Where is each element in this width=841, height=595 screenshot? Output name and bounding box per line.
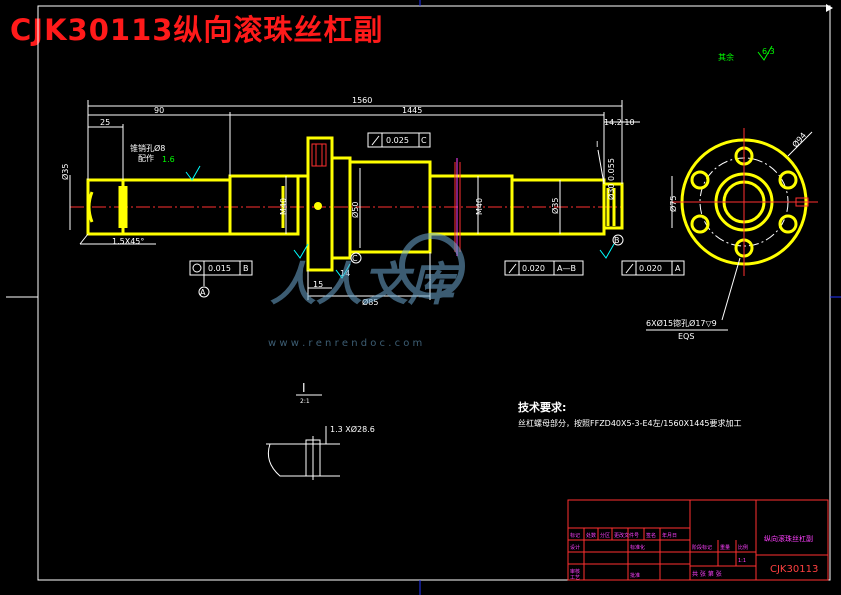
svg-text:分区: 分区	[600, 532, 610, 539]
svg-text:审核: 审核	[570, 568, 580, 575]
svg-text:w w w . r e n r e n d o c . c: w w w . r e n r e n d o c . c o m	[268, 338, 422, 349]
svg-text:处数: 处数	[586, 532, 596, 539]
svg-text:0.015: 0.015	[208, 264, 231, 273]
svg-text:Ø30 0.055: Ø30 0.055	[606, 158, 616, 200]
svg-text:15: 15	[313, 280, 323, 289]
svg-text:锥销孔Ø8: 锥销孔Ø8	[130, 143, 165, 153]
svg-text:标记: 标记	[570, 532, 580, 539]
svg-text:0.020: 0.020	[522, 264, 545, 273]
break-lines	[454, 158, 461, 256]
svg-text:M40: M40	[475, 198, 484, 215]
datum-a-marker: A	[198, 286, 210, 298]
pin-hole-marker	[314, 202, 322, 210]
svg-text:重量: 重量	[720, 544, 730, 551]
watermark: 人人文库 w w w . r e n r e n d o c . c o m	[268, 233, 465, 349]
svg-text:签名: 签名	[646, 532, 656, 539]
keyway-features	[311, 143, 327, 167]
svg-text:1:1: 1:1	[738, 558, 746, 564]
title-block: 标记 处数 分区 更改文件号 签名 年月日 设计 审核 工艺 标准化 批准 阶段…	[567, 499, 829, 581]
svg-text:Ø50: Ø50	[350, 202, 360, 218]
svg-text:C: C	[352, 254, 358, 263]
svg-text:M40: M40	[279, 198, 288, 215]
svg-text:人人文库: 人人文库	[270, 257, 462, 311]
svg-text:0.020: 0.020	[639, 264, 662, 273]
svg-text:14.2 10: 14.2 10	[604, 118, 635, 127]
title-block-headers: 标记 处数 分区 更改文件号 签名 年月日 设计 审核 工艺 标准化 批准 阶段…	[570, 532, 748, 581]
technical-requirements: 技术要求: 丝杠螺母部分，按照FFZD40X5-3-E4左/1560X1445要…	[518, 400, 742, 428]
svg-text:C: C	[421, 136, 427, 145]
tolerance-frame-c: 0.025 C	[367, 132, 431, 148]
svg-text:年月日: 年月日	[662, 532, 677, 539]
svg-text:6XØ15锪孔Ø17▽9: 6XØ15锪孔Ø17▽9	[646, 318, 717, 328]
detail-view-i: I 2:1 1.3 XØ28.6	[266, 381, 375, 480]
svg-text:1.6: 1.6	[162, 155, 175, 164]
svg-text:共 张 第 张: 共 张 第 张	[692, 570, 722, 578]
dimension-lines	[69, 100, 640, 300]
svg-text:25: 25	[100, 118, 110, 127]
svg-text:A: A	[675, 264, 681, 273]
svg-text:A: A	[200, 288, 206, 297]
svg-text:设计: 设计	[570, 544, 580, 551]
datum-b-marker: B	[612, 234, 624, 246]
svg-text:I: I	[302, 381, 306, 395]
screw-shaft	[86, 136, 624, 272]
svg-text:1.3 XØ28.6: 1.3 XØ28.6	[330, 424, 375, 434]
svg-text:Ø75: Ø75	[668, 196, 678, 212]
svg-text:配作: 配作	[138, 153, 154, 163]
svg-text:1560: 1560	[352, 96, 372, 105]
datum-c-marker: C	[350, 252, 362, 264]
tolerance-frame-a: 0.020 A	[621, 260, 685, 276]
svg-text:工艺: 工艺	[570, 575, 580, 581]
svg-text:90: 90	[154, 106, 164, 115]
page-title: CJK30113纵向滚珠丝杠副	[10, 13, 384, 47]
title-block-part-name: 纵向滚珠丝杠副	[764, 534, 813, 543]
svg-text:Ø35: Ø35	[60, 164, 70, 180]
svg-text:更改文件号: 更改文件号	[614, 532, 639, 539]
tolerance-frame-ab: 0.020 A—B	[504, 260, 584, 276]
svg-text:A—B: A—B	[557, 264, 576, 273]
drawing-frame	[6, 0, 841, 595]
svg-text:Ø94: Ø94	[790, 130, 808, 149]
flange-end-view: Ø94 Ø75 6XØ15锪孔Ø17▽9 EQS	[646, 128, 818, 341]
corner-marker-icon	[826, 4, 833, 12]
svg-text:1445: 1445	[402, 106, 422, 115]
svg-text:阶段标记: 阶段标记	[692, 544, 712, 551]
svg-text:B: B	[614, 236, 620, 245]
svg-text:标准化: 标准化	[630, 544, 645, 551]
title-block-drawing-no: CJK30113	[770, 564, 818, 575]
svg-text:Ø35: Ø35	[550, 198, 560, 214]
svg-text:丝杠螺母部分，按照FFZD40X5-3-E4左/1560X1: 丝杠螺母部分，按照FFZD40X5-3-E4左/1560X1445要求加工	[518, 418, 742, 428]
svg-text:其余: 其余	[718, 52, 734, 62]
svg-text:Ø85: Ø85	[362, 297, 378, 307]
svg-text:EQS: EQS	[678, 332, 694, 341]
roughness-symbols	[185, 45, 773, 279]
svg-text:2:1: 2:1	[300, 398, 310, 405]
svg-text:0.025: 0.025	[386, 136, 409, 145]
svg-text:技术要求:: 技术要求:	[518, 400, 566, 414]
tolerance-frame-b: 0.015 B	[189, 260, 253, 286]
svg-text:1.5X45°: 1.5X45°	[112, 237, 144, 246]
svg-text:B: B	[243, 264, 249, 273]
svg-text:I: I	[596, 140, 598, 149]
svg-text:批准: 批准	[630, 572, 640, 579]
svg-text:比例: 比例	[738, 544, 748, 551]
